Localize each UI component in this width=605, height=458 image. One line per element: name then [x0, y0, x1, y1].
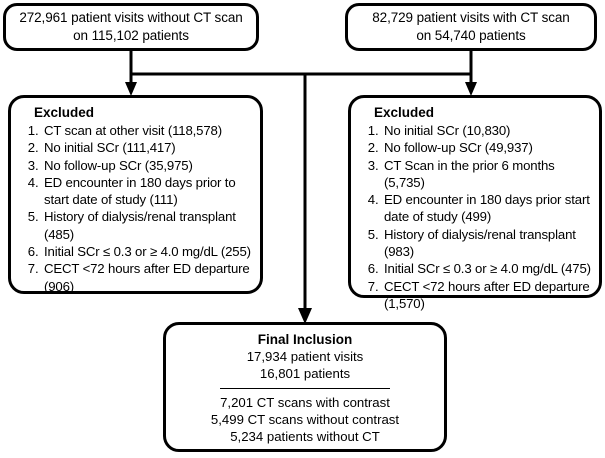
node-excluded-right: Excluded No initial SCr (10,830) No foll… [348, 95, 602, 311]
node-no-ct-cohort-body: 272,961 patient visits without CT scan o… [6, 6, 256, 48]
final-inclusion-divider [220, 388, 390, 389]
list-item: ED encounter in 180 days prior to start … [42, 174, 253, 209]
excluded-right-title: Excluded [374, 105, 435, 120]
list-item: No initial SCr (111,417) [42, 139, 253, 156]
list-item: CT Scan in the prior 6 months (5,735) [382, 157, 592, 192]
list-item: No follow-up SCr (49,937) [382, 139, 592, 156]
final-inclusion-title: Final Inclusion [257, 332, 353, 347]
final-patients-line: 16,801 patients [259, 366, 351, 381]
with-ct-patients-line: on 54,740 patients [416, 28, 526, 43]
node-final-inclusion-body: Final Inclusion 17,934 patient visits 16… [166, 325, 444, 449]
final-patients-without-ct-line: 5,234 patients without CT [230, 429, 380, 444]
list-item: CECT <72 hours after ED departure (906) [42, 260, 253, 295]
list-item: No follow-up SCr (35,975) [42, 157, 253, 174]
list-item: Initial SCr ≤ 0.3 or ≥ 4.0 mg/dL (255) [42, 243, 253, 260]
with-ct-visits-line: 82,729 patient visits with CT scan [372, 10, 570, 25]
list-item: CECT <72 hours after ED departure (1,570… [382, 278, 592, 313]
node-excluded-left: Excluded CT scan at other visit (118,578… [8, 95, 263, 294]
list-item: Initial SCr ≤ 0.3 or ≥ 4.0 mg/dL (475) [382, 260, 592, 277]
node-with-ct-cohort-body: 82,729 patient visits with CT scan on 54… [348, 6, 594, 48]
node-final-inclusion: Final Inclusion 17,934 patient visits 16… [163, 322, 447, 452]
arrowhead-excluded-right [465, 82, 477, 96]
no-ct-visits-line: 272,961 patient visits without CT scan [19, 10, 243, 25]
node-excluded-right-body: Excluded No initial SCr (10,830) No foll… [351, 98, 599, 311]
excluded-right-list: No initial SCr (10,830) No follow-up SCr… [361, 122, 592, 312]
list-item: ED encounter in 180 days prior start dat… [382, 191, 592, 226]
no-ct-patients-line: on 115,102 patients [73, 28, 189, 43]
list-item: History of dialysis/renal transplant (98… [382, 226, 592, 261]
excluded-left-title: Excluded [34, 105, 95, 120]
excluded-left-list: CT scan at other visit (118,578) No init… [21, 122, 253, 295]
node-no-ct-cohort: 272,961 patient visits without CT scan o… [3, 3, 259, 51]
final-ct-with-contrast-line: 7,201 CT scans with contrast [220, 395, 390, 410]
list-item: No initial SCr (10,830) [382, 122, 592, 139]
list-item: CT scan at other visit (118,578) [42, 122, 253, 139]
final-visits-line: 17,934 patient visits [246, 349, 364, 364]
node-with-ct-cohort: 82,729 patient visits with CT scan on 54… [345, 3, 597, 51]
list-item: History of dialysis/renal transplant (48… [42, 208, 253, 243]
final-ct-without-contrast-line: 5,499 CT scans without contrast [210, 412, 400, 427]
arrowhead-excluded-left [125, 82, 137, 96]
node-excluded-left-body: Excluded CT scan at other visit (118,578… [11, 98, 260, 294]
